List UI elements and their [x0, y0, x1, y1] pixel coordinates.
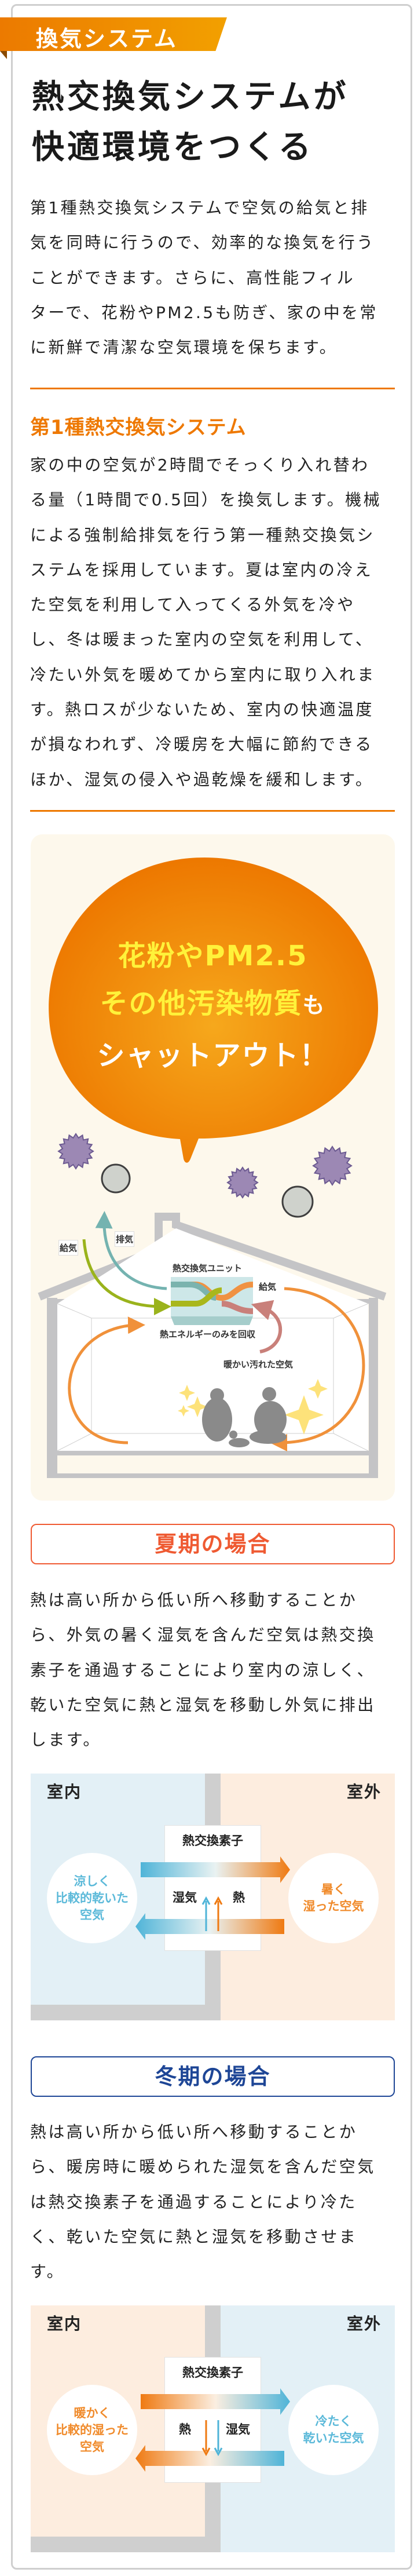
text-line: 第1種熱交換気システムで空気の給気と排 [30, 198, 369, 217]
text-line: 熱は高い所から低い所へ移動することか [30, 1590, 358, 1610]
intake-arrow [141, 1856, 290, 1883]
text-line: く、乾いた空気に熱と湿気を移動させま [30, 2227, 358, 2246]
moisture-label: 湿気 [226, 2422, 250, 2436]
ventilation-unit [171, 1277, 254, 1325]
text-line: ターで、花粉やPM2.5も防ぎ、家の中を常 [30, 302, 378, 322]
heat-up-arrow [214, 1896, 223, 1931]
text-line: し、冬は暖まった室内の空気を利用して、 [30, 630, 374, 650]
element-label: 熱交換素子 [182, 1834, 243, 1848]
text-line: 素子を通過することにより室内の涼しく、 [30, 1660, 376, 1680]
winter-exchange-diagram: 室内 室外 熱交換素子 熱 湿気 暖かく比較的湿った空気 冷たく乾いた空気 [31, 2305, 395, 2552]
label-supply-right: 給気 [259, 1282, 277, 1292]
house-diagram [38, 858, 387, 1478]
indoor-air-circle: 涼しく比較的乾いた空気 [47, 1853, 137, 1943]
tab-fold-decoration [0, 51, 7, 59]
dust-icon [281, 1185, 314, 1218]
exhaust-arrow [135, 1913, 284, 1940]
text-line: は熱交換素子を通過することにより冷た [30, 2192, 357, 2212]
text-line: 熱は高い所から低い所へ移動することか [30, 2122, 358, 2141]
exhaust-arrow-teal [95, 1211, 167, 1290]
virus-icon [312, 1145, 353, 1186]
moisture-down-arrow [214, 2420, 223, 2457]
text-line: 冷たい外気を暖めてから室内に取り入れま [30, 665, 376, 684]
outdoor-air-circle: 冷たく乾いた空気 [288, 2385, 379, 2475]
text-line: す。 [30, 2262, 65, 2282]
outdoor-label: 室外 [346, 1782, 382, 1801]
text-line: に新鮮で清潔な空気環境を保ちます。 [30, 338, 338, 357]
label-unit: 熱交換気ユニット [173, 1263, 243, 1274]
bubble-line-2-yellow: その他汚染物質 [100, 987, 303, 1020]
dust-icon [101, 1163, 131, 1194]
indoor-air-circle: 暖かく比較的湿った空気 [47, 2385, 137, 2475]
summer-exchange-diagram: 室内 室外 熱交換素子 湿気 熱 涼しく比較的乾いた空気 暑く湿った空気 [31, 1774, 395, 2020]
text-line: 気を同時に行うので、効率的な換気を行う [30, 233, 375, 253]
moisture-label: 湿気 [173, 1891, 197, 1904]
label-dirty-air: 暖かい汚れた空気 [223, 1359, 294, 1370]
section-heading: 第1種熱交換気システム [30, 416, 247, 439]
virus-icon [57, 1133, 94, 1170]
text-line: ら、暖房時に暖められた湿気を含んだ空気 [30, 2157, 376, 2177]
text-line: します。 [30, 1730, 101, 1750]
text-line: す。熱ロスが少ないため、室内の快適温度 [30, 700, 374, 720]
exhaust-arrow [141, 2388, 290, 2415]
bubble-line-2: その他汚染物質も [31, 980, 395, 1021]
heat-label: 熱 [233, 1891, 245, 1904]
page-title-line-2: 快適環境をつくる [32, 129, 314, 166]
intake-arrow [135, 2445, 284, 2472]
heat-down-arrow [201, 2420, 211, 2457]
category-tab: 換気システム [0, 17, 227, 51]
text-line: による強制給排気を行う第一種熱交換気シ [30, 525, 375, 545]
text-line: ことができます。さらに、高性能フィル [30, 268, 355, 287]
text-line: が損なわれず、冷暖房を大幅に節約できる [30, 735, 373, 754]
family-silhouette [202, 1387, 287, 1447]
label-supply-left: 給気 [58, 1240, 79, 1256]
moisture-up-arrow [201, 1896, 211, 1931]
text-line: ステムを採用しています。夏は室内の冷え [30, 560, 373, 579]
supply-arrow-orange-right [270, 1287, 365, 1451]
circulation-arrow-orange-left [68, 1316, 145, 1444]
element-label: 熱交換素子 [182, 2366, 243, 2380]
summer-heading: 夏期の場合 [31, 1524, 395, 1564]
return-arrow-pink [251, 1300, 283, 1353]
indoor-label: 室内 [47, 1782, 82, 1801]
text-line: ら、外気の暑く湿気を含んだ空気は熱交換 [30, 1625, 376, 1645]
bubble-line-1: 花粉やPM2.5 [118, 940, 308, 972]
text-line: 家の中の空気が2時間でそっくり入れ替わ [30, 455, 370, 475]
text-line: た空気を利用して入ってくる外気を冷や [30, 595, 355, 615]
ventilation-illustration: 花粉やPM2.5 その他汚染物質も シャットアウト！ 給気 排気 熱交換気ユニッ… [31, 834, 395, 1501]
summer-paragraph: 熱は高い所から低い所へ移動することから、外気の暑く湿気を含んだ空気は熱交換素子を… [30, 1583, 401, 1757]
text-line: ほか、湿気の侵入や過乾燥を緩和します。 [30, 769, 374, 789]
summer-arrows [135, 1856, 290, 1940]
germ-icons [57, 1133, 353, 1218]
section-paragraph: 家の中の空気が2時間でそっくり入れ替わる量（1時間で0.5回）を換気します。機械… [30, 448, 401, 797]
intro-paragraph: 第1種熱交換気システムで空気の給気と排気を同時に行うので、効率的な換気を行うこと… [30, 191, 401, 365]
page-title-line-1: 熱交換気システムが [32, 78, 349, 116]
text-line: る量（1時間で0.5回）を換気します。機械 [30, 490, 382, 510]
label-heat-only: 熱エネルギーのみを回収 [160, 1329, 256, 1340]
winter-paragraph: 熱は高い所から低い所へ移動することから、暖房時に暖められた湿気を含んだ空気は熱交… [30, 2115, 401, 2289]
divider [30, 810, 395, 812]
virus-icon [226, 1166, 259, 1199]
category-tab-label: 換気システム [36, 26, 178, 52]
supply-arrow-green [82, 1239, 171, 1315]
divider [30, 388, 395, 389]
heat-label: 熱 [179, 2422, 191, 2436]
winter-arrows [135, 2388, 290, 2472]
indoor-label: 室内 [47, 2314, 82, 2333]
attic [57, 1228, 368, 1304]
speech-bubble [49, 858, 378, 1163]
text-line: 乾いた空気に熱と湿気を移動し外気に排出 [30, 1695, 376, 1714]
floor-band [31, 2005, 221, 2020]
outdoor-label: 室外 [346, 2314, 382, 2333]
winter-heading: 冬期の場合 [31, 2056, 395, 2097]
label-exhaust: 排気 [115, 1231, 135, 1247]
outdoor-air-circle: 暑く湿った空気 [288, 1853, 379, 1943]
floor-band [31, 2537, 221, 2552]
sparkle-icons [178, 1379, 328, 1435]
bubble-line-3: シャットアウト！ [97, 1039, 329, 1072]
bubble-line-2-white: も [302, 993, 326, 1018]
